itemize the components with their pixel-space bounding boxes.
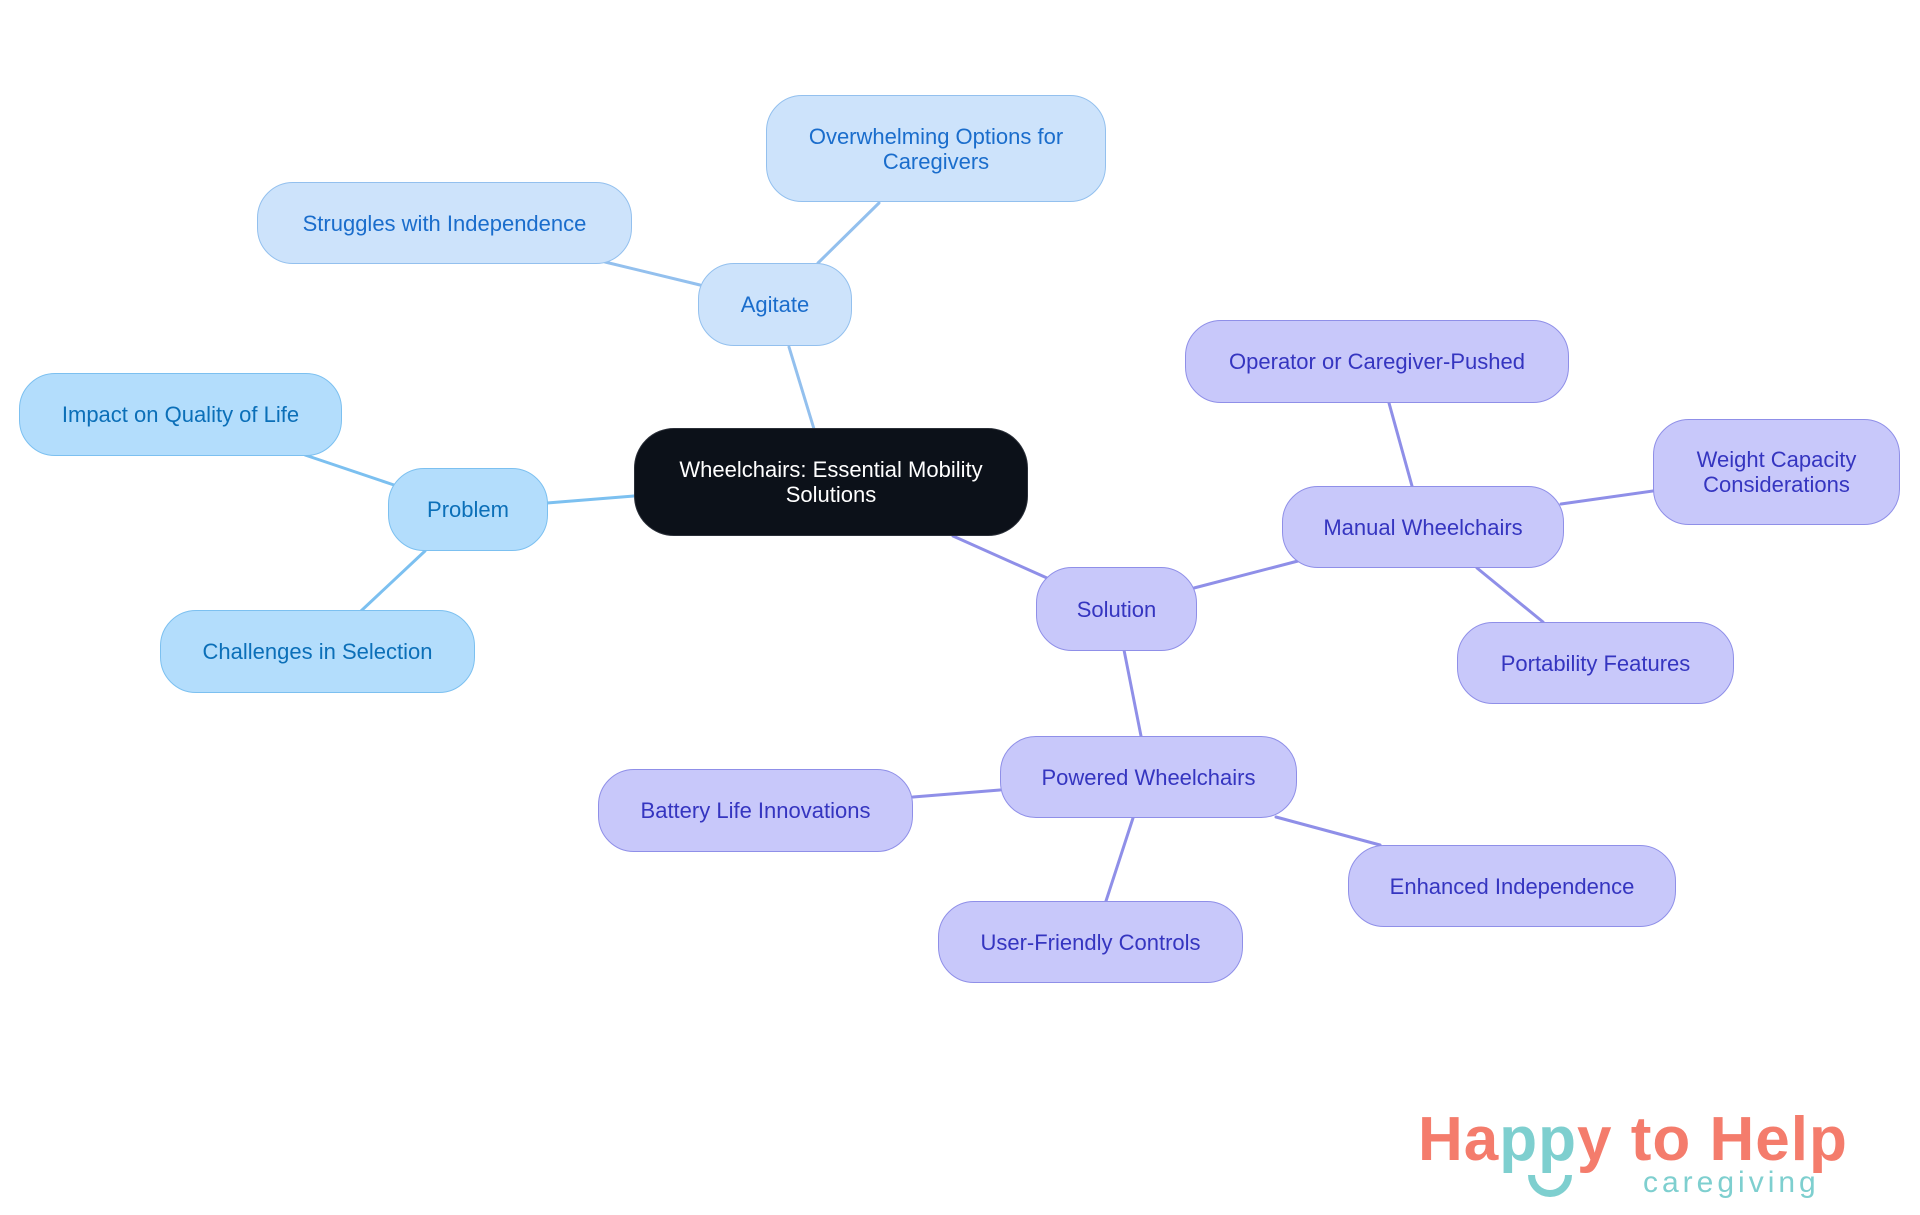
node-solution[interactable]: Solution xyxy=(1036,567,1197,651)
edge-powered-userfriendly xyxy=(1104,816,1135,903)
edge-manual-portability xyxy=(1475,566,1545,624)
edge-center-agitate xyxy=(787,345,816,431)
edge-agitate-overwhelming xyxy=(816,201,881,265)
logo-subtitle: caregiving xyxy=(1643,1166,1820,1199)
edge-problem-challenges xyxy=(359,549,427,613)
node-manual-wheelchairs[interactable]: Manual Wheelchairs xyxy=(1282,486,1564,568)
node-battery-life-innovations[interactable]: Battery Life Innovations xyxy=(598,769,913,852)
smile-icon xyxy=(1528,1175,1572,1197)
node-impact-on-quality-of-life[interactable]: Impact on Quality of Life xyxy=(19,373,342,456)
edge-solution-powered xyxy=(1122,648,1143,738)
edge-center-problem xyxy=(545,494,636,505)
edge-problem-impact xyxy=(303,453,396,487)
node-agitate[interactable]: Agitate xyxy=(698,263,852,346)
node-weight-capacity[interactable]: Weight Capacity Considerations xyxy=(1653,419,1900,525)
node-portability-features[interactable]: Portability Features xyxy=(1457,622,1734,704)
node-problem[interactable]: Problem xyxy=(388,468,548,551)
happy-to-help-logo: Happy to Help caregiving xyxy=(1418,1105,1888,1205)
node-overwhelming-options[interactable]: Overwhelming Options for Caregivers xyxy=(766,95,1106,202)
edge-powered-enhanced xyxy=(1274,815,1382,847)
node-challenges-in-selection[interactable]: Challenges in Selection xyxy=(160,610,475,693)
edge-manual-weight xyxy=(1559,489,1655,506)
logo-text-pp: pp xyxy=(1499,1105,1578,1174)
node-user-friendly-controls[interactable]: User-Friendly Controls xyxy=(938,901,1243,983)
edge-agitate-struggles xyxy=(603,260,702,287)
edge-solution-manual xyxy=(1192,559,1300,590)
logo-text-ha: Ha xyxy=(1418,1105,1500,1174)
node-operator-or-caregiver-pushed[interactable]: Operator or Caregiver-Pushed xyxy=(1185,320,1569,403)
logo-wordmark: Happy to Help xyxy=(1418,1105,1848,1175)
edge-manual-operator xyxy=(1387,401,1414,488)
node-struggles-with-independence[interactable]: Struggles with Independence xyxy=(257,182,632,264)
edge-center-solution xyxy=(951,534,1049,580)
node-powered-wheelchairs[interactable]: Powered Wheelchairs xyxy=(1000,736,1297,818)
logo-text-y-to-help: y to Help xyxy=(1577,1105,1848,1174)
edge-powered-battery xyxy=(911,788,1002,799)
root-node[interactable]: Wheelchairs: Essential Mobility Solution… xyxy=(634,428,1028,536)
node-enhanced-independence[interactable]: Enhanced Independence xyxy=(1348,845,1676,927)
